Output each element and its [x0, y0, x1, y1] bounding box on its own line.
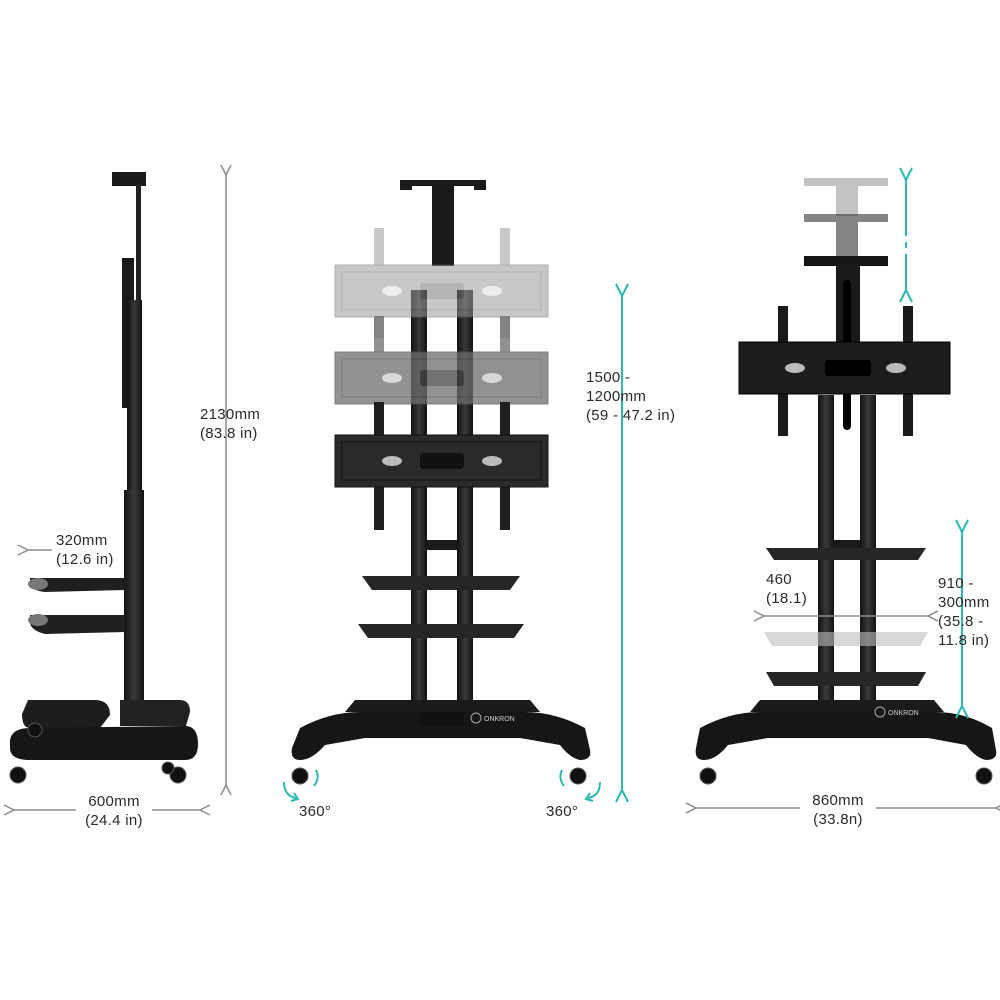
front-brand-text: ONKRON: [484, 716, 515, 723]
front-mount-plate-mid: [334, 316, 549, 426]
back-brand-text: ONKRON: [888, 710, 919, 717]
front-mount-height-label: 1500 - 1200mm (59 - 47.2 in): [586, 369, 676, 424]
side-shelf-depth-label: 320mm (12.6 in): [56, 532, 114, 568]
front-view-stand: ONKRON: [291, 180, 591, 785]
front-left-rotation-icon: [283, 769, 319, 802]
front-left-rotation-label: 360°: [299, 803, 332, 820]
side-view-stand: [9, 172, 198, 784]
front-right-rotation-icon: [559, 769, 601, 802]
back-view-stand: ONKRON: [695, 178, 997, 785]
front-mount-plate-low: [334, 402, 549, 530]
side-base-depth-label: 600mm (24.4 in): [85, 793, 143, 829]
back-base-width-label: 860mm (33.8n): [812, 792, 864, 828]
side-height-label: 2130mm (83.8 in): [200, 406, 261, 442]
back-shelf-height-label: 910 - 300mm (35.8 - 11.8 in): [938, 575, 990, 649]
back-shelf-width-label: 460 (18.1): [766, 571, 807, 607]
front-mount-plate-high: [334, 228, 549, 338]
front-right-rotation-label: 360°: [546, 803, 579, 820]
